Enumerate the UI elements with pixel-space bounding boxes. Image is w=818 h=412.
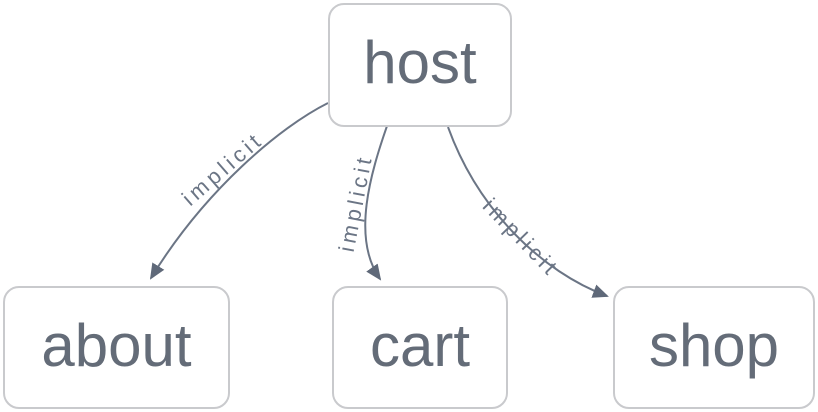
node-about: about bbox=[3, 286, 230, 409]
edge-host-shop bbox=[447, 126, 609, 298]
node-shop: shop bbox=[613, 286, 815, 409]
edge-host-about bbox=[149, 102, 329, 280]
node-about-label: about bbox=[41, 311, 192, 379]
edge-host-cart bbox=[364, 125, 388, 281]
node-cart: cart bbox=[332, 286, 508, 409]
node-shop-label: shop bbox=[648, 311, 780, 379]
node-cart-label: cart bbox=[369, 311, 471, 379]
node-host-label: host bbox=[363, 29, 477, 96]
node-host: host bbox=[328, 3, 512, 127]
